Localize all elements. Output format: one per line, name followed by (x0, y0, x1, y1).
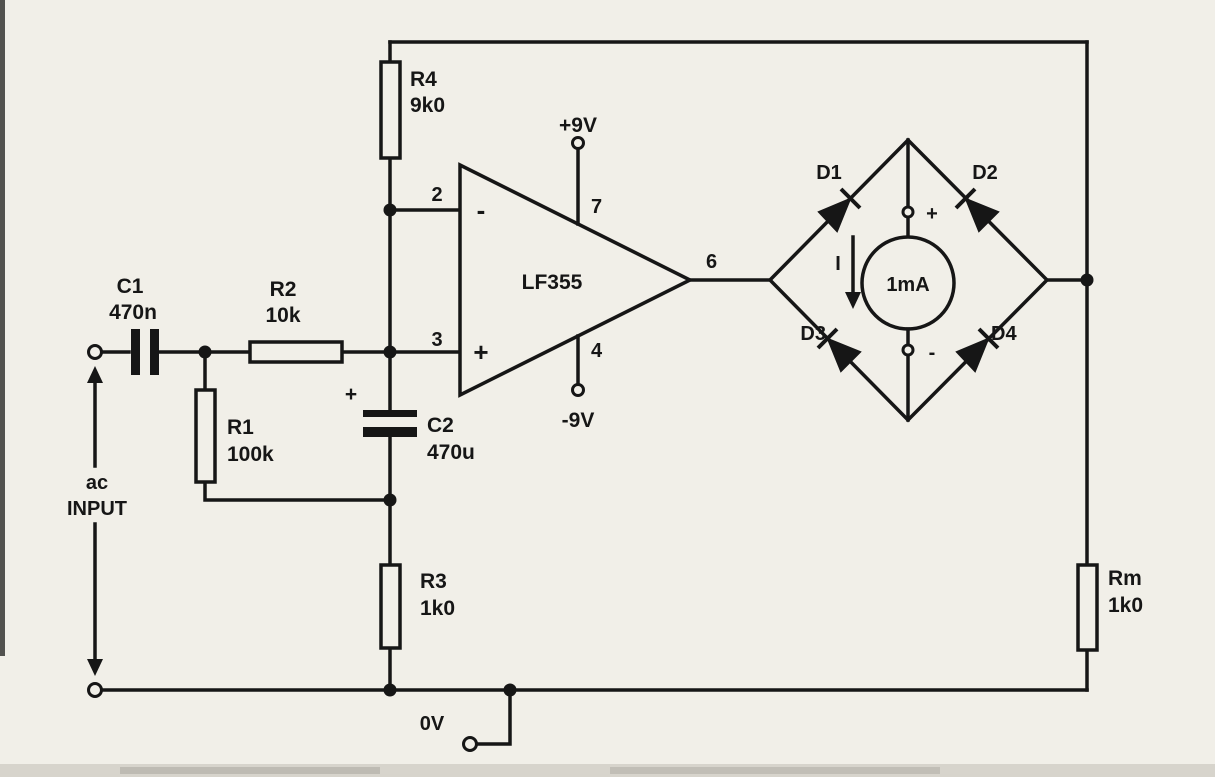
r2-body (248, 340, 344, 364)
r3-ref-label: R3 (420, 570, 447, 593)
ground-terminal: 0V (420, 713, 478, 752)
rm-ref-label: Rm (1108, 567, 1142, 590)
d1-triangle (817, 197, 852, 233)
meter-minus-label: - (929, 342, 936, 364)
wiring (99, 40, 1089, 746)
c2-ref-label: C2 (427, 414, 454, 437)
resistor-r4: R4 9k0 (379, 60, 445, 160)
junction-0v (503, 683, 517, 697)
input-arrowhead-down (87, 659, 103, 676)
d4-label: D4 (991, 323, 1017, 345)
supply-negative-label: -9V (562, 409, 595, 432)
wire-r1-bottom-lead (203, 480, 392, 502)
opamp-inverting-sign: - (477, 195, 486, 225)
opamp-pin6-label: 6 (706, 251, 717, 273)
opamp-noninverting-sign: + (473, 337, 488, 367)
resistor-r2: R2 10k (248, 278, 344, 364)
diode-d4: D4 (955, 323, 1017, 373)
junction-pin3 (383, 345, 397, 359)
vminus-terminal (571, 383, 585, 397)
c1-ref-label: C1 (117, 275, 144, 298)
diode-d2: D2 (954, 162, 1000, 233)
d2-cathode-bar (954, 187, 977, 210)
input-terminal-bottom (87, 682, 103, 698)
scan-artifact-left-edge (0, 0, 5, 656)
supply-positive-label: +9V (559, 114, 597, 137)
d1-label: D1 (816, 162, 842, 184)
d1-cathode-bar (839, 187, 862, 210)
opamp-pin2-label: 2 (431, 184, 442, 206)
d4-cathode-bar (977, 327, 1000, 350)
wire-ground-stub (475, 688, 512, 746)
r1-body (194, 388, 217, 484)
c1-plate-left (131, 329, 140, 375)
input-arrowhead-up (87, 366, 103, 383)
opamp-part-label: LF355 (522, 271, 583, 294)
d4-triangle (955, 337, 990, 373)
c2-value-label: 470u (427, 441, 475, 464)
d2-label: D2 (972, 162, 998, 184)
r3-body (379, 563, 402, 650)
diode-bridge: D1 D2 D3 D4 1mA + (767, 137, 1050, 423)
meter-plus-label: + (926, 203, 938, 225)
c2-polarity-label: + (345, 383, 357, 406)
0v-terminal (462, 736, 478, 752)
junction-bridge-rail (1080, 273, 1094, 287)
input-label-line2: INPUT (67, 498, 127, 520)
input-label-line1: ac (86, 472, 108, 494)
d3-triangle (826, 337, 862, 373)
r4-value-label: 9k0 (410, 94, 445, 117)
c2-plate-top (363, 410, 417, 417)
r2-ref-label: R2 (270, 278, 297, 301)
r1-value-label: 100k (227, 443, 274, 466)
opamp-pin7-label: 7 (591, 196, 602, 218)
opamp-triangle (458, 162, 694, 398)
capacitor-c1: C1 470n (109, 275, 159, 375)
input-section: ac INPUT (67, 344, 127, 698)
rm-value-label: 1k0 (1108, 594, 1143, 617)
capacitor-c2: + C2 470u (345, 383, 475, 464)
rm-body (1076, 563, 1099, 652)
junction-c2-r1 (383, 493, 397, 507)
c1-plate-right (150, 329, 159, 375)
junction-pin2 (383, 203, 397, 217)
vplus-terminal (571, 136, 585, 150)
r4-ref-label: R4 (410, 68, 437, 91)
current-arrowhead (845, 292, 861, 309)
diode-d1: D1 (816, 162, 862, 233)
opamp-lf355: LF355 - + 2 3 7 4 6 +9V -9V (431, 114, 717, 432)
opamp-pin3-label: 3 (431, 329, 442, 351)
r3-value-label: 1k0 (420, 597, 455, 620)
r2-value-label: 10k (265, 304, 300, 327)
resistor-rm: Rm 1k0 (1076, 563, 1143, 652)
junction-r3-ground (383, 683, 397, 697)
junction-c1-r1 (198, 345, 212, 359)
current-label: I (835, 253, 841, 275)
scan-artifact-bottom-band (0, 764, 1215, 777)
meter-reading-label: 1mA (886, 274, 929, 296)
d3-cathode-bar (816, 327, 839, 350)
input-terminal-top (87, 344, 103, 360)
r4-body (379, 60, 402, 160)
opamp-pin4-label: 4 (591, 340, 603, 362)
meter-1ma: 1mA + - I (835, 138, 956, 422)
c2-plate-bottom (363, 427, 417, 437)
resistor-r3: R3 1k0 (379, 563, 455, 650)
meter-plus-terminal (901, 205, 915, 219)
r1-ref-label: R1 (227, 416, 254, 439)
junction-dots (198, 203, 1094, 697)
d3-label: D3 (800, 323, 826, 345)
meter-minus-terminal (901, 343, 915, 357)
bridge-diamond (767, 137, 1050, 423)
c1-value-label: 470n (109, 301, 157, 324)
0v-label: 0V (420, 713, 445, 735)
scan-artifact-smudge-2 (610, 767, 940, 774)
resistor-r1: R1 100k (194, 388, 274, 484)
d2-triangle (964, 197, 1000, 233)
diode-d3: D3 (800, 323, 862, 373)
scan-artifact-smudge-1 (120, 767, 380, 774)
